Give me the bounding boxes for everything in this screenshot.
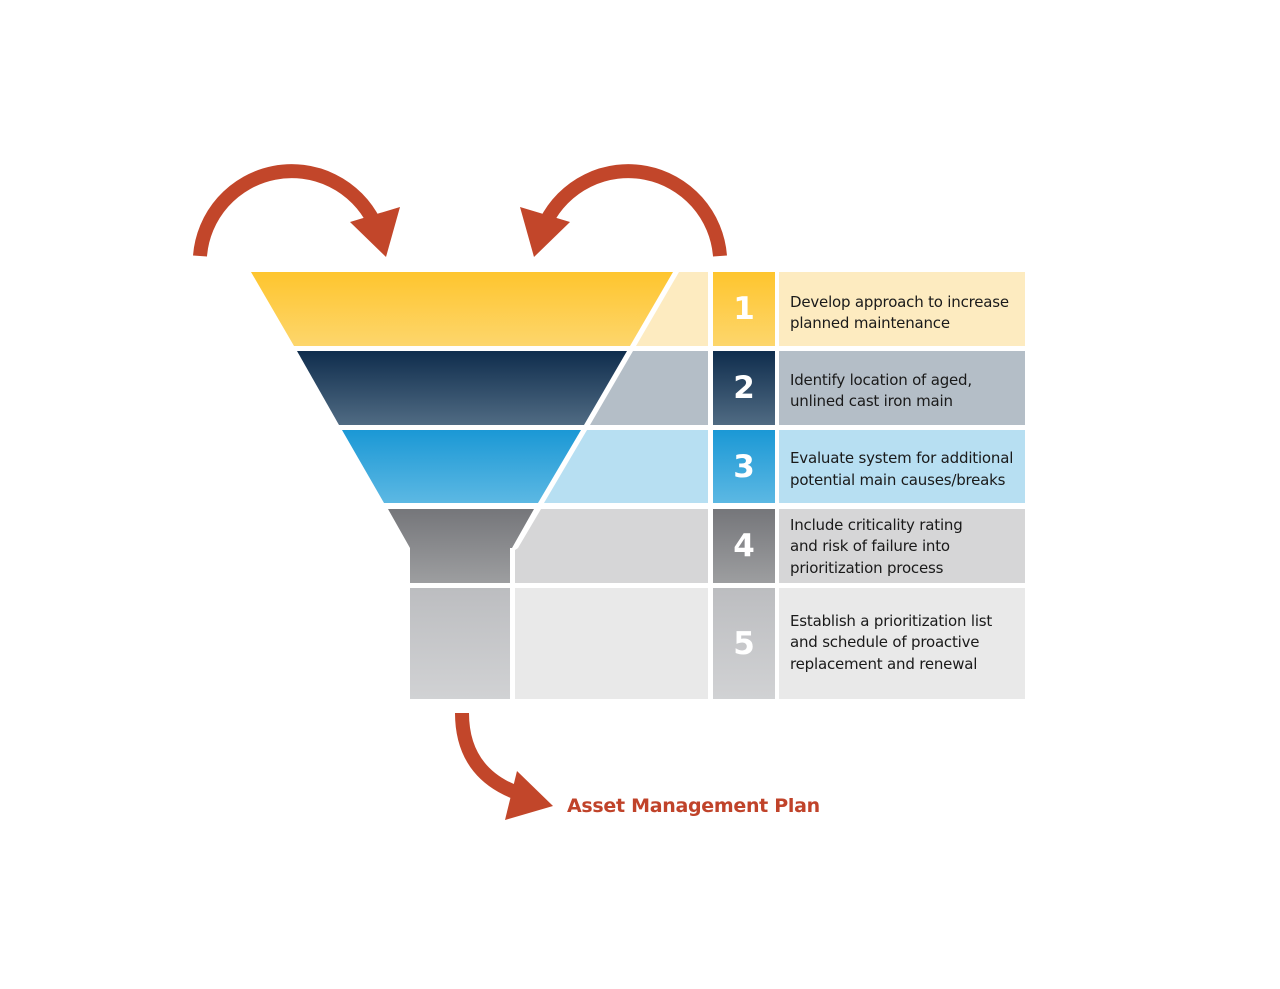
panel-2: [590, 351, 708, 425]
panel-4: [515, 509, 708, 583]
number-cell-2: [713, 351, 775, 425]
panel-3: [544, 430, 708, 503]
step-text-1: Develop approach to increase planned mai…: [790, 292, 1009, 333]
number-cell-1: [713, 272, 775, 346]
step-number-1: 1: [733, 291, 755, 327]
right-loop-arrow: [520, 164, 727, 257]
funnel-segment-2: [297, 351, 627, 425]
step-number-2: 2: [733, 370, 755, 406]
panel-5: [515, 588, 708, 699]
left-loop-arrow: [193, 164, 400, 257]
text-cell-5: [779, 588, 1025, 699]
step-number-5: 5: [733, 625, 755, 662]
funnel-segment-1: [251, 272, 673, 346]
text-cell-2: [779, 351, 1025, 425]
number-cell-5: [713, 588, 775, 699]
funnel-segment-5: [410, 588, 510, 699]
text-cell-3: [779, 430, 1025, 503]
step-text-5: Establish a prioritization list and sche…: [790, 611, 993, 673]
funnel-segment-3: [342, 430, 581, 503]
text-cell-1: [779, 272, 1025, 346]
step-text-2: Identify location of aged, unlined cast …: [790, 370, 972, 411]
step-number-4: 4: [733, 528, 755, 564]
output-arrow: [455, 712, 553, 820]
funnel-segment-4: [388, 509, 534, 583]
number-cell-3: [713, 430, 775, 503]
step-text-3: Evaluate system for additional potential…: [790, 449, 1014, 489]
panel-1: [636, 272, 708, 346]
step-number-3: 3: [733, 448, 755, 485]
step-text-4: Include criticality rating and risk of f…: [790, 515, 963, 577]
number-cell-4: [713, 509, 775, 583]
text-cell-4: [779, 509, 1025, 583]
outcome-label: Asset Management Plan: [567, 795, 820, 817]
